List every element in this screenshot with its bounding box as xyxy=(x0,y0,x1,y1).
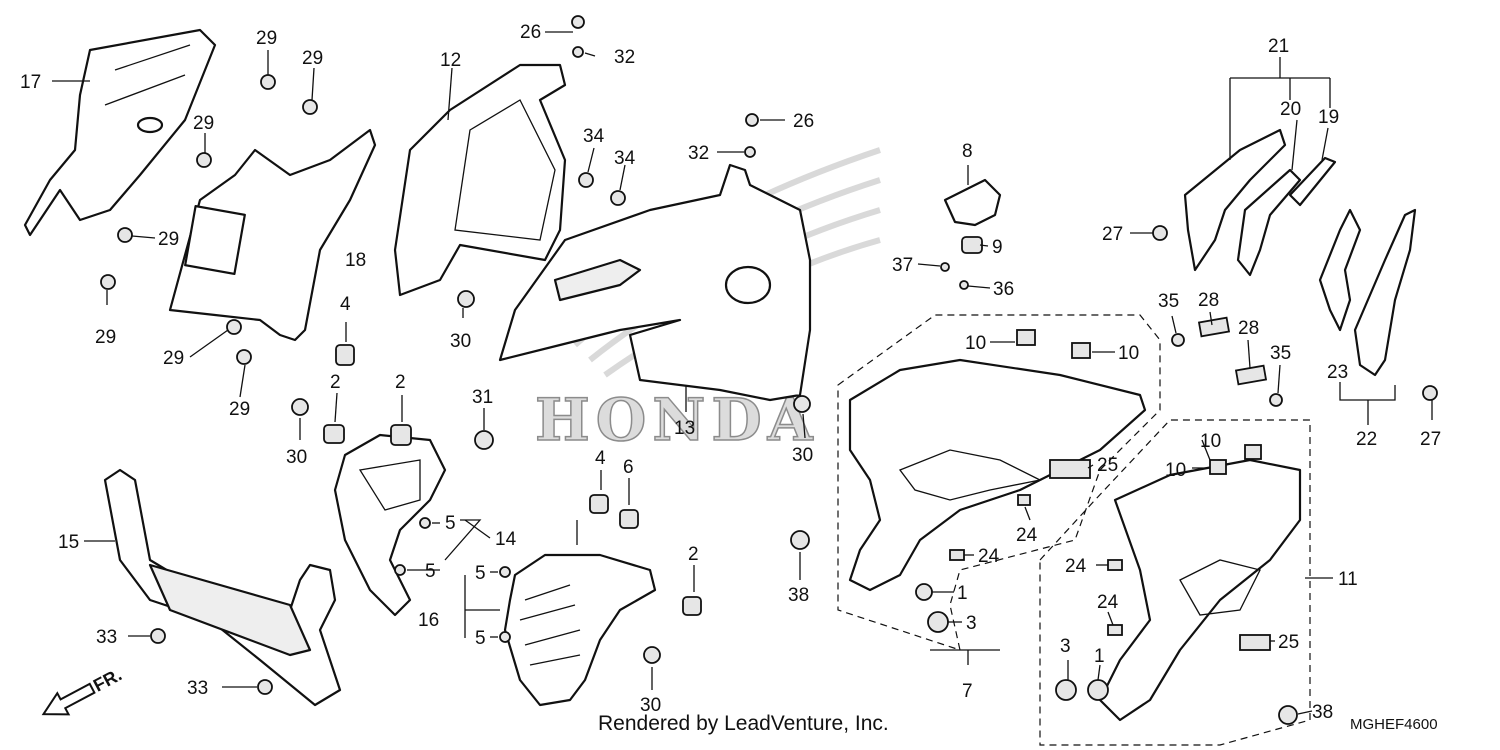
label-3: 3 xyxy=(1060,636,1071,657)
label-5: 5 xyxy=(425,561,436,582)
label-2: 2 xyxy=(395,372,406,393)
part-15-grille xyxy=(148,563,312,657)
label-30: 30 xyxy=(286,447,307,468)
label-32: 32 xyxy=(688,143,709,164)
label-30: 30 xyxy=(640,695,661,716)
label-9: 9 xyxy=(992,237,1003,258)
label-24: 24 xyxy=(1097,592,1119,613)
label-29: 29 xyxy=(163,348,184,369)
label-29: 29 xyxy=(229,399,250,420)
label-24: 24 xyxy=(1065,556,1087,577)
part-13-emblem xyxy=(724,265,772,305)
label-23: 23 xyxy=(1327,362,1348,383)
label-5: 5 xyxy=(475,563,486,584)
assembly-7-outline xyxy=(837,314,1161,651)
label-5: 5 xyxy=(445,513,456,534)
label-37: 37 xyxy=(892,255,913,276)
part-21-trim xyxy=(1183,128,1287,272)
credit-text: Rendered by LeadVenture, Inc. xyxy=(598,712,889,735)
label-34: 34 xyxy=(583,126,605,147)
label-4: 4 xyxy=(340,294,351,315)
part-17-hole xyxy=(136,116,164,134)
label-29: 29 xyxy=(95,327,116,348)
label-27: 27 xyxy=(1420,429,1441,450)
label-29: 29 xyxy=(302,48,323,69)
part-11-right-cover xyxy=(1098,458,1302,722)
label-10: 10 xyxy=(965,333,986,354)
label-24: 24 xyxy=(1016,525,1038,546)
label-17: 17 xyxy=(20,72,41,93)
part-18-window xyxy=(184,205,246,275)
label-33: 33 xyxy=(187,678,208,699)
label-29: 29 xyxy=(256,28,277,49)
label-25: 25 xyxy=(1278,632,1299,653)
front-label: FR. xyxy=(90,664,125,695)
label-35: 35 xyxy=(1158,291,1179,312)
front-direction-arrow: FR. xyxy=(41,664,125,716)
label-29: 29 xyxy=(158,229,179,250)
label-7: 7 xyxy=(962,681,973,702)
label-13: 13 xyxy=(674,418,695,439)
callout-labels: 17 29 29 29 29 29 29 29 18 12 26 32 26 3… xyxy=(20,22,1441,723)
label-15: 15 xyxy=(58,532,79,553)
part-12-left-cover xyxy=(393,63,567,297)
label-29: 29 xyxy=(193,113,214,134)
label-24: 24 xyxy=(978,546,1000,567)
label-30: 30 xyxy=(450,331,471,352)
label-26: 26 xyxy=(793,111,814,132)
part-20-trim xyxy=(1236,168,1302,277)
label-8: 8 xyxy=(962,141,973,162)
label-1: 1 xyxy=(1094,646,1105,667)
label-3: 3 xyxy=(966,613,977,634)
label-4: 4 xyxy=(595,448,606,469)
part-22-trim xyxy=(1353,208,1417,377)
label-10: 10 xyxy=(1118,343,1139,364)
label-16: 16 xyxy=(418,610,439,631)
label-10: 10 xyxy=(1165,460,1186,481)
label-22: 22 xyxy=(1356,429,1377,450)
label-25: 25 xyxy=(1097,455,1118,476)
label-11: 11 xyxy=(1338,569,1358,590)
diagram-code: MGHEF4600 xyxy=(1350,716,1438,733)
label-5: 5 xyxy=(475,628,486,649)
label-28: 28 xyxy=(1238,318,1259,339)
part-19-strip xyxy=(1288,156,1337,207)
label-26: 26 xyxy=(520,22,541,43)
label-6: 6 xyxy=(623,457,634,478)
label-12: 12 xyxy=(440,50,461,71)
label-33: 33 xyxy=(96,627,117,648)
part-8-bracket xyxy=(943,178,1002,227)
label-30: 30 xyxy=(792,445,813,466)
label-36: 36 xyxy=(993,279,1014,300)
label-2: 2 xyxy=(688,544,699,565)
label-28: 28 xyxy=(1198,290,1219,311)
label-27: 27 xyxy=(1102,224,1123,245)
assembly-11-outline xyxy=(1039,419,1311,746)
part-18-inner-panel xyxy=(168,128,377,342)
label-1: 1 xyxy=(957,583,968,604)
label-2: 2 xyxy=(330,372,341,393)
part-23-trim xyxy=(1318,208,1362,332)
part-13-main-cowl xyxy=(498,163,812,402)
label-19: 19 xyxy=(1318,107,1339,128)
part-7-side-cover xyxy=(848,358,1147,592)
label-14: 14 xyxy=(495,529,517,550)
label-31: 31 xyxy=(472,387,493,408)
grommet-markers xyxy=(323,236,1271,701)
label-18: 18 xyxy=(345,250,366,271)
label-21: 21 xyxy=(1268,36,1289,57)
label-20: 20 xyxy=(1280,99,1301,120)
label-10: 10 xyxy=(1200,431,1221,452)
part-14-bracket xyxy=(333,433,447,617)
bolt-markers xyxy=(100,15,1438,725)
label-34: 34 xyxy=(614,148,636,169)
label-32: 32 xyxy=(614,47,635,68)
label-38: 38 xyxy=(1312,702,1333,723)
label-38: 38 xyxy=(788,585,809,606)
label-35: 35 xyxy=(1270,343,1291,364)
leader-lines xyxy=(52,31,1433,715)
part-13-decal xyxy=(553,258,642,302)
part-17-inner-cover xyxy=(23,28,217,237)
